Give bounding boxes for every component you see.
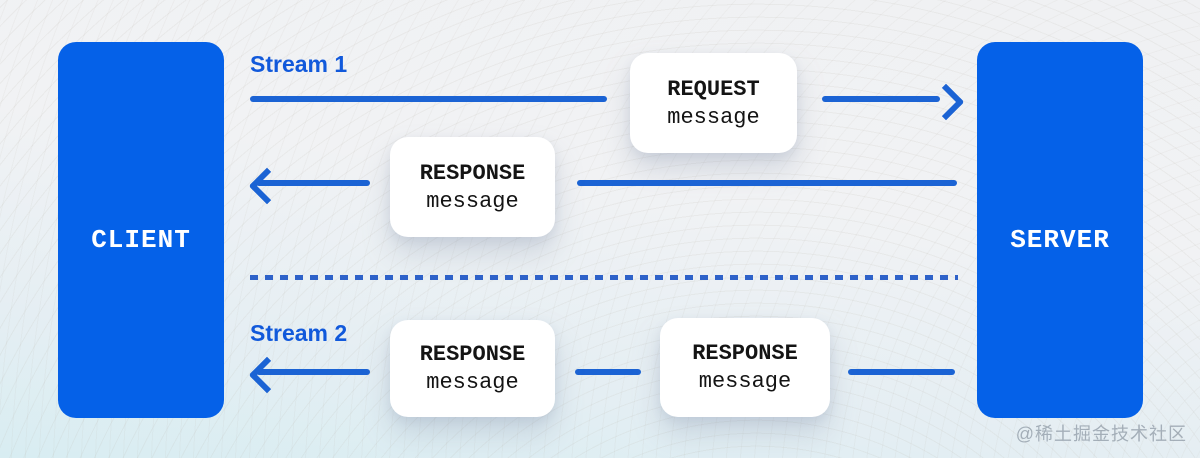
response-message-subtitle: message — [426, 188, 519, 214]
response-message-box-3: RESPONSE message — [660, 318, 830, 417]
response-message-box-1: RESPONSE message — [390, 137, 555, 237]
stream2-response-line-left — [256, 369, 370, 375]
response-message-title: RESPONSE — [419, 342, 526, 367]
response-message-subtitle: message — [426, 370, 519, 395]
response-message-box-2: RESPONSE message — [390, 320, 555, 417]
request-message-box: REQUEST message — [630, 53, 797, 153]
response-message-title: RESPONSE — [419, 160, 526, 186]
stream1-response-line-left — [256, 180, 370, 186]
watermark-text: @稀土掘金技术社区 — [1015, 424, 1187, 444]
stream2-label: Stream 2 — [250, 320, 348, 346]
arrow-left-icon — [248, 167, 286, 205]
stream2-response-line-middle — [575, 369, 641, 375]
response-message-title: RESPONSE — [692, 341, 798, 366]
stream1-label: Stream 1 — [250, 51, 348, 77]
server-node: SERVER — [977, 42, 1143, 418]
stream1-request-line-left — [250, 96, 607, 102]
arrow-left-icon — [248, 356, 286, 394]
stream2-response-line-right — [848, 369, 955, 375]
client-node: CLIENT — [58, 42, 224, 418]
request-message-subtitle: message — [667, 104, 760, 130]
stream1-response-line-right — [577, 180, 957, 186]
server-node-label: SERVER — [1010, 225, 1110, 255]
client-node-label: CLIENT — [91, 225, 191, 255]
arrow-right-icon — [927, 83, 965, 121]
stream-separator-dashed-line — [250, 275, 958, 280]
stream1-request-line-right — [822, 96, 940, 102]
response-message-subtitle: message — [698, 369, 792, 394]
request-message-title: REQUEST — [667, 76, 760, 102]
